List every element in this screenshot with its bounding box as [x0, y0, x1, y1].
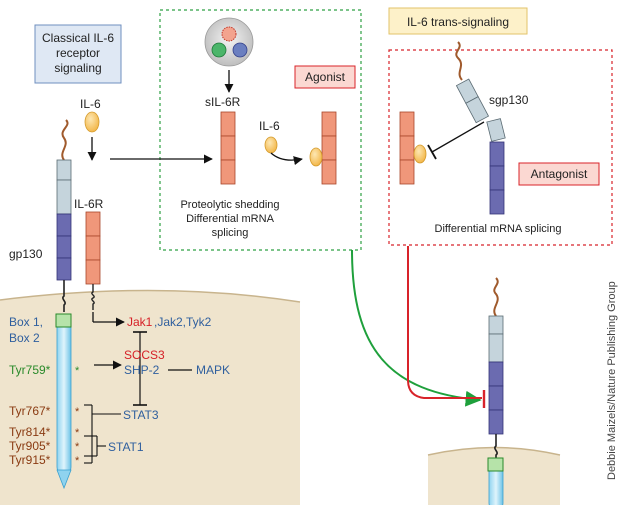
il6r-tm: [91, 284, 95, 310]
right-grey-2: [488, 333, 504, 363]
tyr767-label: Tyr767*: [9, 404, 51, 418]
il6r-seg-2: [85, 235, 101, 261]
il6r-seg-1: [85, 211, 101, 237]
splicing-right-label: Differential mRNA splicing: [435, 223, 562, 235]
il6r-label: IL-6R: [74, 197, 104, 211]
sil6r-seg-2: [220, 135, 236, 161]
classical-box: [34, 24, 122, 84]
antagonist-label: Antagonist: [531, 167, 588, 181]
il6-ligand-top: [84, 111, 100, 133]
complex-seg-1: [321, 111, 337, 137]
tyr767-star: *: [75, 406, 80, 418]
complex-seg-2: [321, 135, 337, 161]
socs3-label: SOCS3: [124, 348, 165, 362]
stat1-label: STAT1: [108, 440, 144, 454]
arrow-to-complex: [270, 152, 303, 166]
shedding-line-3: splicing: [212, 227, 249, 239]
right-purple-1: [488, 361, 504, 387]
image-credit: Debbie Maizels/Nature Publishing Group: [606, 281, 618, 480]
agonist-region: [159, 9, 362, 251]
classical-line-1: Classical IL-6: [42, 31, 114, 45]
tyr915-star: *: [75, 455, 80, 467]
gp130-grey-2: [56, 179, 72, 215]
gp130-purple-1: [56, 213, 72, 237]
box1-square-right: [487, 457, 504, 472]
cell-membrane-left: [0, 290, 300, 505]
shedding-cell: [204, 17, 254, 67]
antagonist-box: [518, 162, 600, 186]
gp130-purple-2: [56, 235, 72, 259]
gp130-tm-right: [494, 434, 498, 458]
sgp130-upper: [455, 78, 490, 124]
gp130-squiggle-right: [493, 277, 499, 317]
tyr905-label: Tyr905*: [9, 439, 51, 453]
agonist-label: Agonist: [305, 70, 346, 84]
sgp130-inhibit-line: [431, 121, 485, 153]
tyr759-star: *: [75, 365, 80, 377]
tyr814-label: Tyr814*: [9, 425, 51, 439]
trans-signaling-label: IL-6 trans-signaling: [407, 15, 509, 29]
trans-signaling-box: [388, 7, 528, 35]
right-purple-2: [488, 385, 504, 411]
sgp130-purple-1: [489, 141, 505, 167]
sgp130-squiggle: [455, 41, 463, 81]
red-inhibition-arrow: [407, 246, 482, 399]
gp130-grey-1: [56, 159, 72, 181]
shedding-line-1: Proteolytic shedding: [180, 199, 279, 211]
stat3-label: STAT3: [123, 408, 159, 422]
il6r-seg-3: [85, 259, 101, 285]
green-activation-arrow: [351, 249, 482, 407]
il6-bound-agonist: [309, 147, 323, 167]
box2-label: Box 2: [9, 331, 40, 345]
shedding-line-2: Differential mRNA: [186, 213, 274, 225]
gp130-purple-3: [56, 257, 72, 281]
il6-top-label: IL-6: [80, 97, 101, 111]
membrane-edge-left: [0, 289, 301, 303]
cell-nucleus-green: [211, 42, 227, 58]
tyr814-star: *: [75, 427, 80, 439]
sil6r-label: sIL-6R: [205, 95, 241, 109]
complex-seg-3: [321, 159, 337, 185]
ant-il6r-seg-1: [399, 111, 415, 137]
right-purple-3: [488, 409, 504, 435]
tyr905-star: *: [75, 441, 80, 453]
cell-nucleus-red: [221, 26, 237, 42]
sgp130-inhibit-bar: [427, 144, 437, 160]
gp130-squiggle-left: [61, 119, 69, 161]
ant-il6r-seg-3: [399, 159, 415, 185]
cell-nucleus-blue: [232, 42, 248, 58]
box1-label: Box 1,: [9, 315, 43, 329]
agonist-box: [294, 65, 356, 89]
il6-mid-label: IL-6: [259, 119, 280, 133]
mapk-label: MAPK: [196, 363, 230, 377]
gp130-intracellular-left: [56, 313, 72, 475]
right-grey-1: [488, 315, 504, 335]
jaks-label: ,Jak2,Tyk2: [154, 315, 212, 329]
sgp130-lower-grey: [486, 118, 506, 142]
sgp130-purple-3: [489, 189, 505, 215]
shp2-label: SHP-2: [124, 363, 160, 377]
classical-line-2: receptor: [56, 46, 100, 60]
antagonist-region: [388, 49, 613, 246]
gp130-label: gp130: [9, 247, 43, 261]
gp130-tail-tip: [56, 469, 72, 490]
tyr759-label: Tyr759*: [9, 363, 51, 377]
sgp130-purple-2: [489, 165, 505, 191]
sil6r-seg-1: [220, 111, 236, 137]
sil6r-seg-3: [220, 159, 236, 185]
classical-line-3: signaling: [54, 61, 101, 75]
il6-bound-antagonist: [413, 144, 427, 164]
jak1-label: Jak1: [127, 315, 153, 329]
sgp130-label: sgp130: [489, 93, 529, 107]
il6-ligand-mid: [264, 136, 278, 154]
box1-square-left: [55, 313, 72, 328]
tyr915-label: Tyr915*: [9, 453, 51, 467]
ant-il6r-seg-2: [399, 135, 415, 161]
gp130-tm-left: [62, 280, 66, 312]
